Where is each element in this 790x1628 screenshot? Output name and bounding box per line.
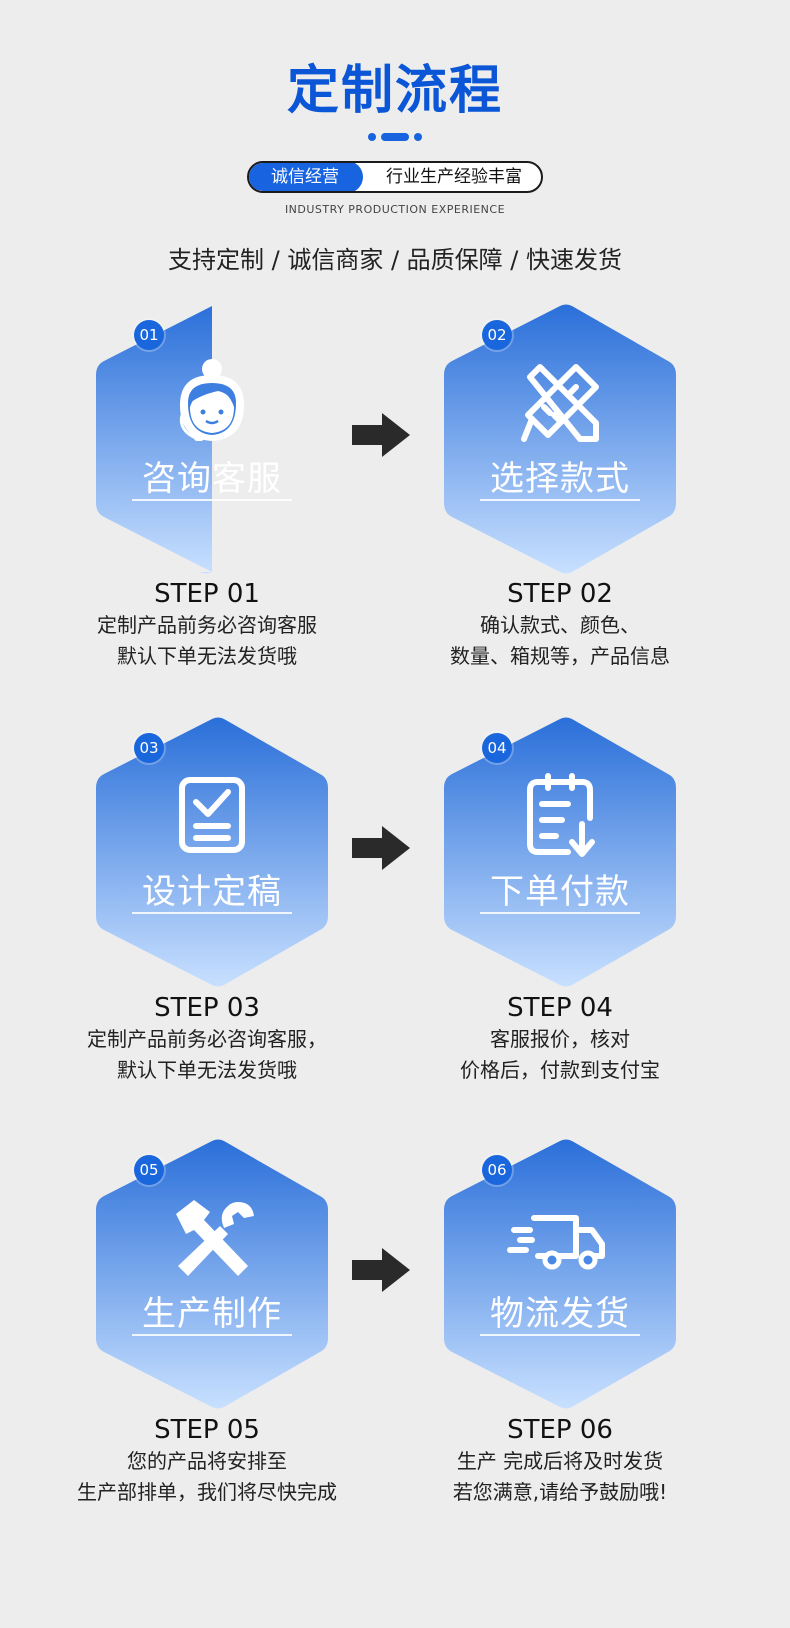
title-decoration — [368, 133, 422, 141]
step-hexagon-01: 01 咨询客服 — [94, 303, 330, 575]
step-description-line1: 定制产品前务必咨询客服， — [87, 1027, 327, 1051]
step-hexagon-02: 02 选择款式 — [442, 303, 678, 575]
step-number-badge: 02 — [482, 320, 512, 350]
step-title: STEP 02 — [507, 579, 613, 609]
step-title: STEP 05 — [154, 1415, 260, 1445]
step-description-line2: 数量、箱规等，产品信息 — [450, 644, 670, 668]
step-caption-05: STEP 05 您的产品将安排至 生产部排单，我们将尽快完成 — [42, 1414, 372, 1508]
step-description-line1: 您的产品将安排至 — [127, 1449, 287, 1473]
step-number-badge: 05 — [134, 1155, 164, 1185]
step-description-line1: 生产 完成后将及时发货 — [456, 1449, 664, 1473]
step-number-badge: 03 — [134, 733, 164, 763]
step-description-line1: 定制产品前务必咨询客服 — [97, 613, 317, 637]
step-description-line2: 生产部排单，我们将尽快完成 — [77, 1480, 337, 1504]
tagline: 支持定制 / 诚信商家 / 品质保障 / 快速发货 — [167, 246, 623, 274]
step-label: 物流发货 — [490, 1294, 630, 1334]
label-underline — [132, 1334, 292, 1336]
page-title: 定制流程 — [286, 61, 503, 121]
pencil-ruler-icon — [521, 364, 599, 442]
step-number-badge: 01 — [134, 320, 164, 350]
step-description-line2: 价格后，付款到支付宝 — [460, 1058, 660, 1082]
step-hexagon-06: 06 物流发货 — [442, 1138, 678, 1410]
label-underline — [132, 912, 292, 914]
step-title: STEP 03 — [154, 993, 260, 1023]
clipboard-download-icon — [527, 773, 595, 857]
step-number-badge: 06 — [482, 1155, 512, 1185]
step-hexagon-03: 03 设计定稿 — [94, 716, 330, 988]
step-description-line1: 确认款式、颜色、 — [480, 613, 640, 637]
checklist-icon — [179, 777, 245, 853]
arrow-right-icon — [352, 413, 410, 457]
step-hexagon-04: 04 下单付款 — [442, 716, 678, 988]
step-description-line2: 若您满意,请给予鼓励哦! — [452, 1480, 668, 1504]
arrow-right-icon — [352, 1248, 410, 1292]
hammer-wrench-icon — [176, 1200, 254, 1276]
english-subtitle: INDUSTRY PRODUCTION EXPERIENCE — [284, 203, 506, 216]
label-underline — [480, 1334, 640, 1336]
step-title: STEP 04 — [507, 993, 613, 1023]
step-title: STEP 01 — [154, 579, 260, 609]
step-label: 下单付款 — [490, 872, 630, 912]
label-underline — [480, 912, 640, 914]
delivery-truck-icon — [507, 1215, 605, 1270]
step-caption-01: STEP 01 定制产品前务必咨询客服 默认下单无法发货哦 — [42, 578, 372, 672]
hexagon-shape — [444, 304, 676, 574]
step-hexagon-05: 05 生产制作 — [94, 1138, 330, 1410]
step-description-line2: 默认下单无法发货哦 — [117, 644, 297, 668]
hexagon-shape — [444, 1139, 676, 1409]
label-underline — [480, 499, 640, 501]
step-label: 选择款式 — [490, 459, 630, 499]
customer-service-icon — [179, 359, 244, 441]
step-caption-04: STEP 04 客服报价，核对 价格后，付款到支付宝 — [395, 992, 725, 1086]
step-label: 生产制作 — [142, 1294, 282, 1334]
arrow-right-icon — [352, 826, 410, 870]
hexagon-shape — [96, 1139, 328, 1409]
step-description-line1: 客服报价，核对 — [490, 1027, 630, 1051]
step-description-line2: 默认下单无法发货哦 — [117, 1058, 297, 1082]
step-label: 咨询客服 — [142, 459, 282, 499]
step-title: STEP 06 — [507, 1415, 613, 1445]
step-caption-03: STEP 03 定制产品前务必咨询客服， 默认下单无法发货哦 — [42, 992, 372, 1086]
step-caption-02: STEP 02 确认款式、颜色、 数量、箱规等，产品信息 — [395, 578, 725, 672]
badge-text: 行业生产经验丰富 — [386, 167, 522, 187]
step-label: 设计定稿 — [142, 872, 282, 912]
badge-highlight: 诚信经营 — [249, 163, 363, 191]
label-underline — [132, 499, 292, 501]
slogan-badge: 诚信经营 行业生产经验丰富 — [247, 161, 543, 193]
step-number-badge: 04 — [482, 733, 512, 763]
step-caption-06: STEP 06 生产 完成后将及时发货 若您满意,请给予鼓励哦! — [395, 1414, 725, 1508]
